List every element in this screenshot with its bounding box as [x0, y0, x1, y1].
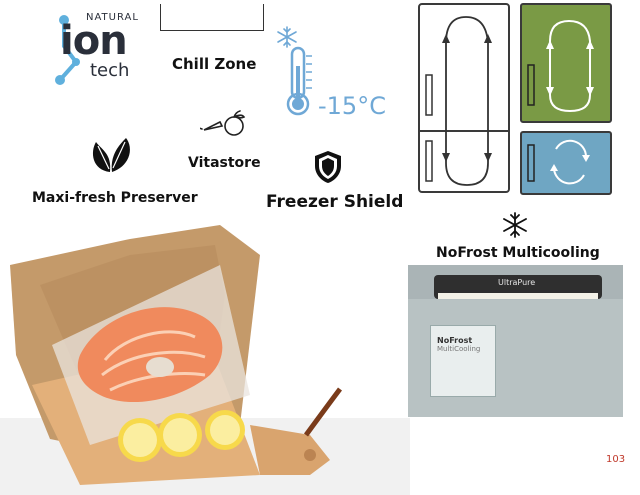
snowflake-icon	[277, 26, 297, 48]
salmon-photo	[10, 225, 343, 485]
fridge-interior-photo: UltraPure NoFrost MultiCooling	[408, 265, 623, 417]
maxi-fresh-label: Maxi-fresh Preserver	[32, 190, 198, 206]
page-number: 103	[606, 454, 626, 465]
interior-light-glow	[438, 293, 598, 299]
fridge-airflow-icon	[527, 19, 594, 113]
nofrost-card-line2: MultiCooling	[437, 345, 481, 353]
interior-light-label: UltraPure	[498, 278, 536, 287]
temperature-label: -15°C	[318, 92, 386, 120]
molecule-icon	[55, 15, 80, 85]
fridge-divider	[418, 130, 510, 132]
chill-zone-label: Chill Zone	[172, 55, 257, 73]
nofrost-card-line1: NoFrost	[437, 336, 473, 345]
logo-natural: NATURAL	[86, 12, 139, 23]
vegetables-icon	[200, 110, 246, 136]
nofrost-snowflake-icon	[503, 212, 527, 238]
logo-brand: ion	[60, 18, 128, 64]
nofrost-card: NoFrost MultiCooling	[430, 325, 496, 397]
nofrost-label: NoFrost Multicooling	[436, 245, 600, 261]
vitastore-label: Vitastore	[188, 155, 261, 171]
leaves-icon	[92, 138, 130, 172]
chill-zone-bracket	[160, 4, 264, 31]
freezer-airflow-icon	[527, 139, 590, 185]
fridge-outline	[418, 3, 510, 193]
thermometer-icon	[286, 46, 312, 116]
fridge-compartment-panel	[520, 3, 612, 123]
airflow-arrows-icon	[425, 16, 492, 186]
freezer-shield-label: Freezer Shield	[266, 192, 404, 212]
shield-icon	[315, 151, 341, 183]
logo-tech: tech	[90, 60, 130, 81]
